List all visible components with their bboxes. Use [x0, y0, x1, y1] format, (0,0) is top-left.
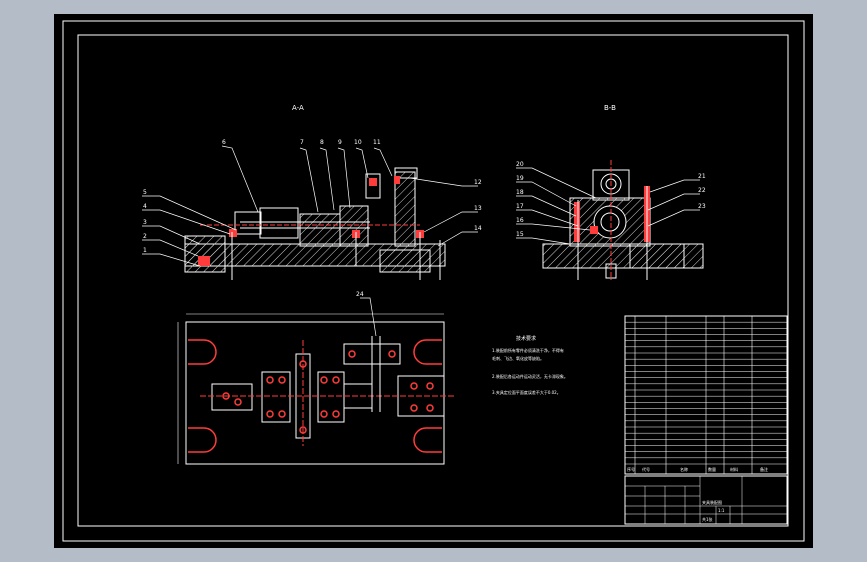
- balloon-label: 2: [143, 233, 147, 240]
- parts-header: 代号: [642, 466, 650, 472]
- balloon-label: 9: [338, 139, 342, 146]
- balloon-label: 4: [143, 203, 147, 210]
- technical-requirements: 技术要求 1.装配前所有零件必须清洗干净，不得有 毛刺、飞边、氧化皮等缺陷。 2…: [492, 335, 568, 395]
- balloon-label: 21: [698, 173, 706, 180]
- balloon-label: 7: [300, 139, 304, 146]
- balloon-label: 23: [698, 203, 706, 210]
- front-section-view: 6 7 8 9 10 11 5 4 3 2 1 12 13 14: [142, 139, 482, 280]
- balloon-label: 13: [474, 205, 482, 212]
- balloon-label: 19: [516, 175, 524, 182]
- scale-value: 1:1: [718, 508, 725, 513]
- balloon-label: 8: [320, 139, 324, 146]
- tech-req-line: 毛刺、飞边、氧化皮等缺陷。: [492, 355, 544, 361]
- front-view-title: A-A: [292, 104, 304, 112]
- side-view-title: B-B: [604, 104, 616, 112]
- balloon-label: 5: [143, 189, 147, 196]
- balloon-label: 17: [516, 203, 524, 210]
- parts-header: 名称: [680, 466, 688, 472]
- sheet-count: 共1张: [702, 516, 713, 522]
- parts-header: 材料: [730, 466, 738, 472]
- balloon-label: 22: [698, 187, 706, 194]
- side-section-view: 20 19 18 17 16 15 21 22 23: [516, 160, 706, 280]
- outer-border: [62, 20, 805, 542]
- inner-frame: [77, 34, 789, 527]
- balloon-label: 24: [356, 291, 364, 298]
- balloon-label: 16: [516, 217, 524, 224]
- balloon-label: 6: [222, 139, 226, 146]
- balloon-label: 3: [143, 219, 147, 226]
- tech-req-line: 3.夹具定位面平面度误差不大于0.02。: [492, 389, 561, 395]
- plan-view: 24: [177, 291, 456, 465]
- tech-req-line: 1.装配前所有零件必须清洗干净，不得有: [492, 347, 564, 353]
- drawing-sheet: [54, 14, 813, 548]
- tech-req-line: 2.装配后各运动件运动灵活，无卡滞现象。: [492, 373, 568, 379]
- balloon-label: 1: [143, 247, 147, 254]
- balloon-label: 15: [516, 231, 524, 238]
- balloon-label: 18: [516, 189, 524, 196]
- parts-header: 数量: [708, 466, 716, 472]
- title-block: 夹具装配图 1:1 共1张: [624, 475, 788, 525]
- balloon-label: 11: [373, 139, 381, 146]
- balloon-label: 14: [474, 225, 482, 232]
- balloon-label: 20: [516, 161, 524, 168]
- parts-list: 序号 代号 名称 数量 材料 备注: [624, 315, 788, 475]
- balloon-label: 10: [354, 139, 362, 146]
- parts-header: 序号: [627, 466, 635, 472]
- balloon-label: 12: [474, 179, 482, 186]
- parts-header: 备注: [760, 466, 768, 472]
- drawing-name: 夹具装配图: [702, 499, 722, 505]
- tech-req-title: 技术要求: [516, 335, 536, 342]
